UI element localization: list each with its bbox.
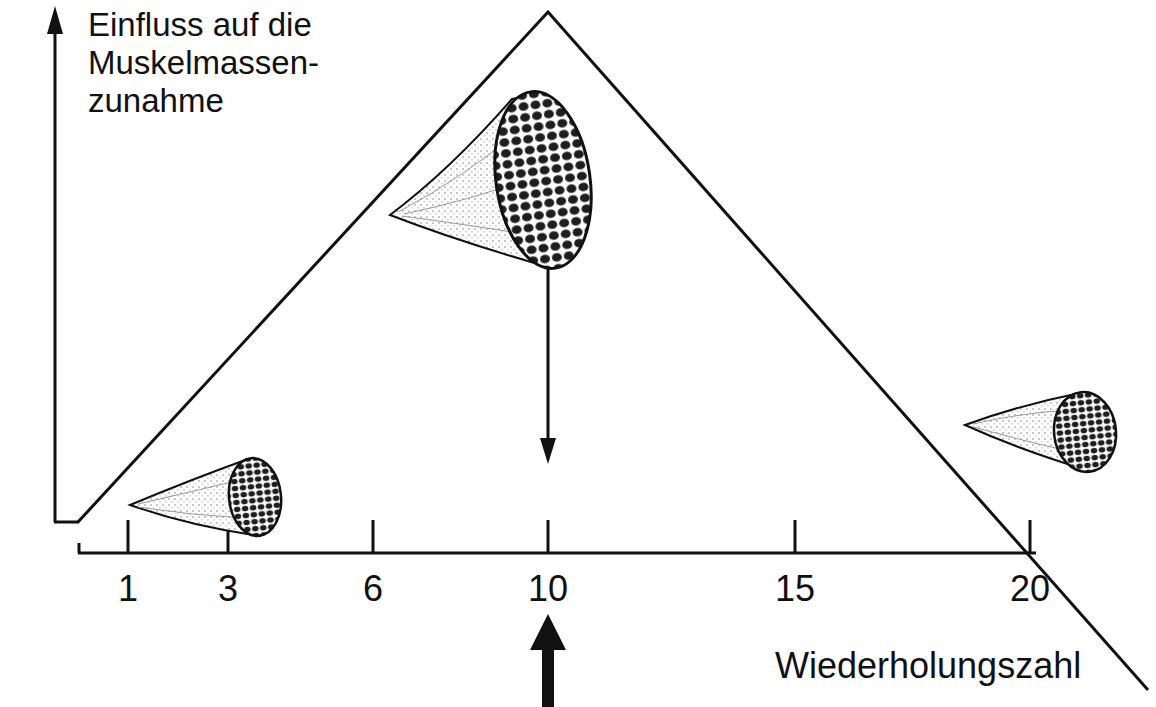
pyramid-outline xyxy=(78,12,1148,690)
muscle-small-right xyxy=(965,389,1120,475)
tick-label: 3 xyxy=(218,568,238,609)
tick-label: 15 xyxy=(775,568,815,609)
center-arrowhead xyxy=(540,438,556,464)
tick-label: 20 xyxy=(1010,568,1050,609)
tick-label: 1 xyxy=(118,568,138,609)
bold-arrow xyxy=(530,614,566,707)
muscle-small-left xyxy=(130,455,285,538)
muscle-large xyxy=(390,85,602,274)
y-axis xyxy=(54,28,79,522)
axis-title: Einfluss auf die Muskelmassen- zunahme xyxy=(88,6,343,120)
tick-label: 6 xyxy=(363,568,383,609)
axis-arrowhead xyxy=(47,6,63,34)
tick-label: 10 xyxy=(528,568,568,609)
axis-label: Wiederholungszahl xyxy=(775,645,1081,686)
